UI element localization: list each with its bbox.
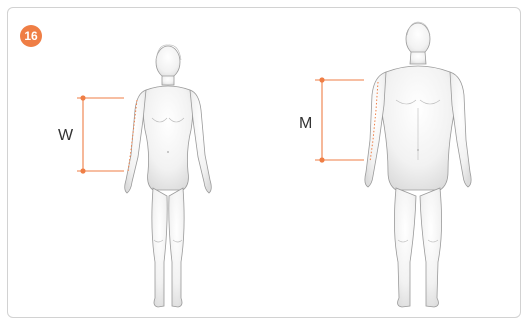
measure-label-w: W [58, 127, 74, 144]
measure-label-m: M [299, 115, 312, 132]
measurement-bracket-w [77, 95, 124, 173]
female-figure: W [58, 45, 211, 307]
measurement-bracket-m [315, 77, 364, 162]
male-figure: M [299, 22, 471, 307]
